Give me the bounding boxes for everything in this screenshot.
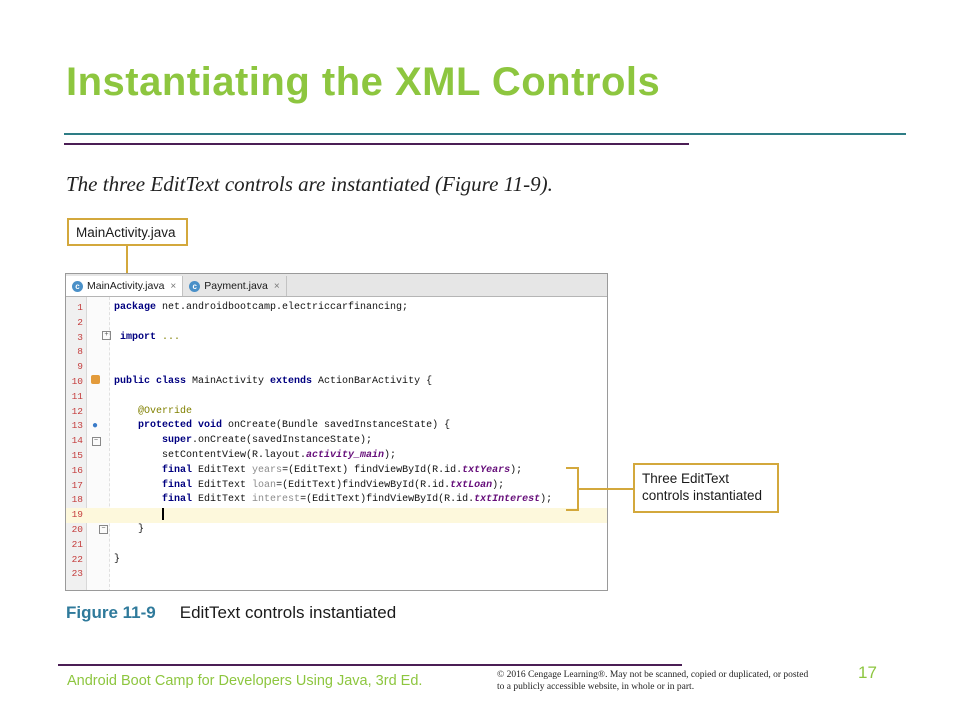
code-text [114, 508, 165, 523]
line-number: 9 [77, 361, 83, 373]
code-area[interactable]: 1 package net.androidbootcamp.electriccar… [66, 297, 607, 590]
bracket-top [566, 467, 578, 469]
code-text: public class MainActivity extends Action… [114, 376, 433, 387]
code-text: protected void onCreate(Bundle savedInst… [138, 420, 451, 432]
code-text: final EditText years=(EditText) findView… [162, 464, 523, 476]
line-number: 17 [71, 479, 83, 491]
intro-text: The three EditText controls are instanti… [66, 172, 553, 196]
code-line[interactable]: 20− } [66, 523, 607, 538]
title-rule-teal [64, 133, 906, 135]
code-line[interactable]: 9 [66, 360, 607, 375]
code-text: } [114, 553, 121, 565]
code-text: @Override [138, 405, 193, 417]
code-line[interactable]: 21 [66, 538, 607, 553]
class-marker-icon[interactable] [89, 375, 101, 390]
line-number: 20 [71, 524, 83, 535]
line-number: 1 [77, 302, 83, 313]
line-number: 19 [71, 509, 83, 521]
code-line[interactable]: 11 [66, 390, 607, 405]
line-number: 12 [71, 405, 83, 417]
code-text: package net.androidbootcamp.electriccarf… [114, 302, 409, 313]
line-number: 3 [77, 331, 83, 343]
line-number: 2 [77, 316, 83, 328]
fold-marker-icon[interactable]: − [89, 523, 108, 538]
code-line[interactable]: 18 final EditText interest=(EditText)fin… [66, 493, 607, 508]
editor-tab-label: MainActivity.java [87, 280, 165, 292]
title-rule-purple [64, 143, 689, 145]
code-line[interactable]: 13 ●− protected void onCreate(Bundle save… [66, 419, 607, 447]
bracket-bottom [566, 509, 578, 511]
footer-book-title: Android Boot Camp for Developers Using J… [67, 673, 423, 689]
line-number: 23 [71, 568, 83, 580]
code-text: final EditText interest=(EditText)findVi… [162, 494, 553, 506]
code-line[interactable]: 16 final EditText years=(EditText) findV… [66, 464, 607, 479]
line-number: 22 [71, 553, 83, 565]
figure-caption-text: EditText controls instantiated [179, 603, 397, 622]
line-number: 8 [77, 346, 83, 358]
class-file-icon: c [189, 280, 201, 292]
code-line[interactable]: 17 final EditText loan=(EditText)findVie… [66, 479, 607, 494]
class-file-icon: c [72, 280, 83, 292]
code-text: super.onCreate(savedInstanceState); [162, 435, 373, 447]
slide-title: Instantiating the XML Controls [66, 60, 661, 104]
code-text: } [114, 524, 145, 535]
callout-three-edittext: Three EditText controls instantiated [633, 463, 779, 513]
override-marker-icon[interactable]: ●− [89, 419, 101, 450]
code-text: setContentView(R.layout.activity_main); [114, 450, 397, 461]
code-line[interactable]: 22} [66, 553, 607, 568]
line-number: 18 [71, 494, 83, 506]
editor-tab-label: Payment.java [204, 280, 268, 292]
bracket-leader [578, 488, 634, 490]
code-line[interactable]: 3 +import ... [66, 331, 607, 346]
code-line[interactable]: 1 package net.androidbootcamp.electriccar… [66, 301, 607, 316]
page-number: 17 [858, 663, 877, 682]
callout-main-leader [126, 246, 128, 274]
figure-caption: Figure 11-9 EditText controls instantiate… [66, 603, 396, 623]
figure-number: Figure 11-9 [66, 603, 156, 622]
code-line[interactable]: 12 @Override [66, 405, 607, 420]
line-number: 15 [71, 450, 83, 461]
line-number: 10 [71, 376, 83, 387]
line-number: 14 [71, 435, 83, 447]
code-line[interactable]: 15 setContentView(R.layout.activity_main… [66, 449, 607, 464]
code-line[interactable]: 19 [66, 508, 607, 523]
footer-copyright: © 2016 Cengage Learning®. May not be sca… [497, 670, 809, 692]
line-number: 11 [71, 390, 83, 402]
code-line[interactable]: 14 super.onCreate(savedInstanceState); [66, 434, 607, 449]
code-line[interactable]: 8 [66, 345, 607, 360]
code-line[interactable]: 23 [66, 567, 607, 582]
code-text: final EditText loan=(EditText)findViewBy… [162, 479, 505, 491]
close-icon[interactable]: × [273, 280, 280, 292]
line-number: 16 [71, 464, 83, 476]
line-number: 21 [71, 538, 83, 550]
code-text: +import ... [102, 331, 180, 346]
close-icon[interactable]: × [170, 280, 177, 292]
line-number: 13 [71, 420, 83, 432]
editor-tab[interactable]: c MainActivity.java × [66, 276, 184, 296]
footer-rule [58, 664, 682, 666]
callout-mainactivity: MainActivity.java [67, 218, 188, 246]
code-line[interactable]: 10 public class MainActivity extends Acti… [66, 375, 607, 390]
code-line[interactable]: 2 [66, 316, 607, 331]
